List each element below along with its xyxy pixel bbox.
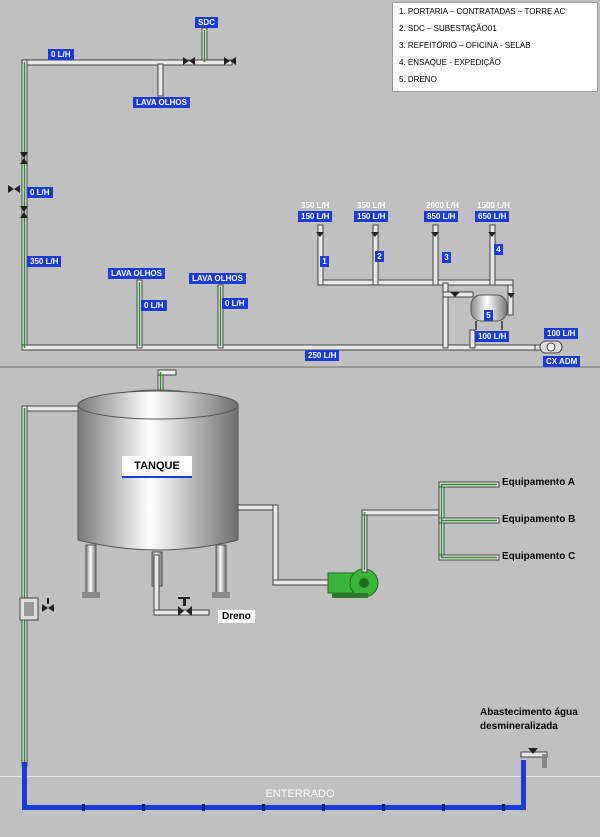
dreno-label: Dreno bbox=[218, 610, 255, 623]
branch-1-flow-b: 150 L/H bbox=[298, 211, 333, 222]
dreno-flow: 100 L/H bbox=[475, 331, 510, 342]
legend-item: 4. ENSAQUE - EXPEDIÇÃO bbox=[399, 58, 501, 67]
lava-olhos-3-flow: 0 L/H bbox=[222, 298, 248, 309]
valve-icons-top bbox=[8, 57, 515, 298]
branch-2-number: 2 bbox=[375, 251, 384, 262]
branch-2-flow-b: 150 L/H bbox=[354, 211, 389, 222]
cx-adm-label: CX ADM bbox=[543, 356, 581, 367]
legend-item: 1. PORTARIA – CONTRATADAS – TORRE AC bbox=[399, 7, 566, 16]
branch-4-number: 4 bbox=[494, 244, 503, 255]
lava-olhos-2-label: LAVA OLHOS bbox=[108, 268, 165, 279]
lava-olhos-2-flow: 0 L/H bbox=[141, 300, 167, 311]
branch-3-flow-b: 850 L/H bbox=[424, 211, 459, 222]
tanque-label: TANQUE bbox=[122, 456, 192, 478]
equipamento-c-label: Equipamento C bbox=[502, 551, 576, 562]
abastecimento-label-2: desmineralizada bbox=[480, 721, 558, 732]
lava-olhos-3-label: LAVA OLHOS bbox=[189, 273, 246, 284]
vessel-5-number: 5 bbox=[484, 310, 493, 321]
legend-panel: 1. PORTARIA – CONTRATADAS – TORRE AC 2. … bbox=[392, 2, 598, 92]
branch-1-number: 1 bbox=[320, 256, 329, 267]
legend-item: 2. SDC – SUBESTAÇÃO01 bbox=[399, 24, 497, 33]
vessel-5 bbox=[470, 294, 508, 330]
sdc-label: SDC bbox=[195, 17, 218, 28]
flow-top: 0 L/H bbox=[48, 49, 74, 60]
pipe-accents bbox=[23, 30, 222, 348]
branch-3-number: 3 bbox=[442, 252, 451, 263]
pump-icon bbox=[327, 568, 379, 598]
buried-pipe bbox=[0, 760, 600, 811]
branch-4-flow-a: 1500 L/H bbox=[477, 201, 510, 210]
equipamento-a-label: Equipamento A bbox=[502, 477, 575, 488]
flow-left-low: 350 L/H bbox=[27, 256, 62, 267]
main-flow: 250 L/H bbox=[305, 350, 340, 361]
abastecimento-label-1: Abastecimento água bbox=[480, 707, 578, 718]
legend-item: 3. REFEITÓRIO – OFICINA - SELAB bbox=[399, 41, 531, 50]
level-instrument-icon bbox=[19, 597, 54, 621]
dreno-valve-icon bbox=[178, 597, 192, 616]
demin-valve-icon bbox=[520, 748, 548, 768]
flow-left-mid: 0 L/H bbox=[27, 187, 53, 198]
discharge-accents bbox=[363, 483, 497, 570]
legend-item: 5. DRENO bbox=[399, 75, 437, 84]
cx-adm-flow: 100 L/H bbox=[544, 328, 579, 339]
branch-4-flow-b: 650 L/H bbox=[475, 211, 510, 222]
branch-3-flow-a: 2000 L/H bbox=[426, 201, 459, 210]
enterrado-label: ENTERRADO bbox=[265, 788, 335, 800]
branch-1-flow-a: 350 L/H bbox=[301, 201, 330, 210]
cx-adm-icon bbox=[539, 340, 563, 354]
lava-olhos-1-label: LAVA OLHOS bbox=[133, 97, 190, 108]
branch-2-flow-a: 350 L/H bbox=[357, 201, 386, 210]
equipamento-b-label: Equipamento B bbox=[502, 514, 576, 525]
